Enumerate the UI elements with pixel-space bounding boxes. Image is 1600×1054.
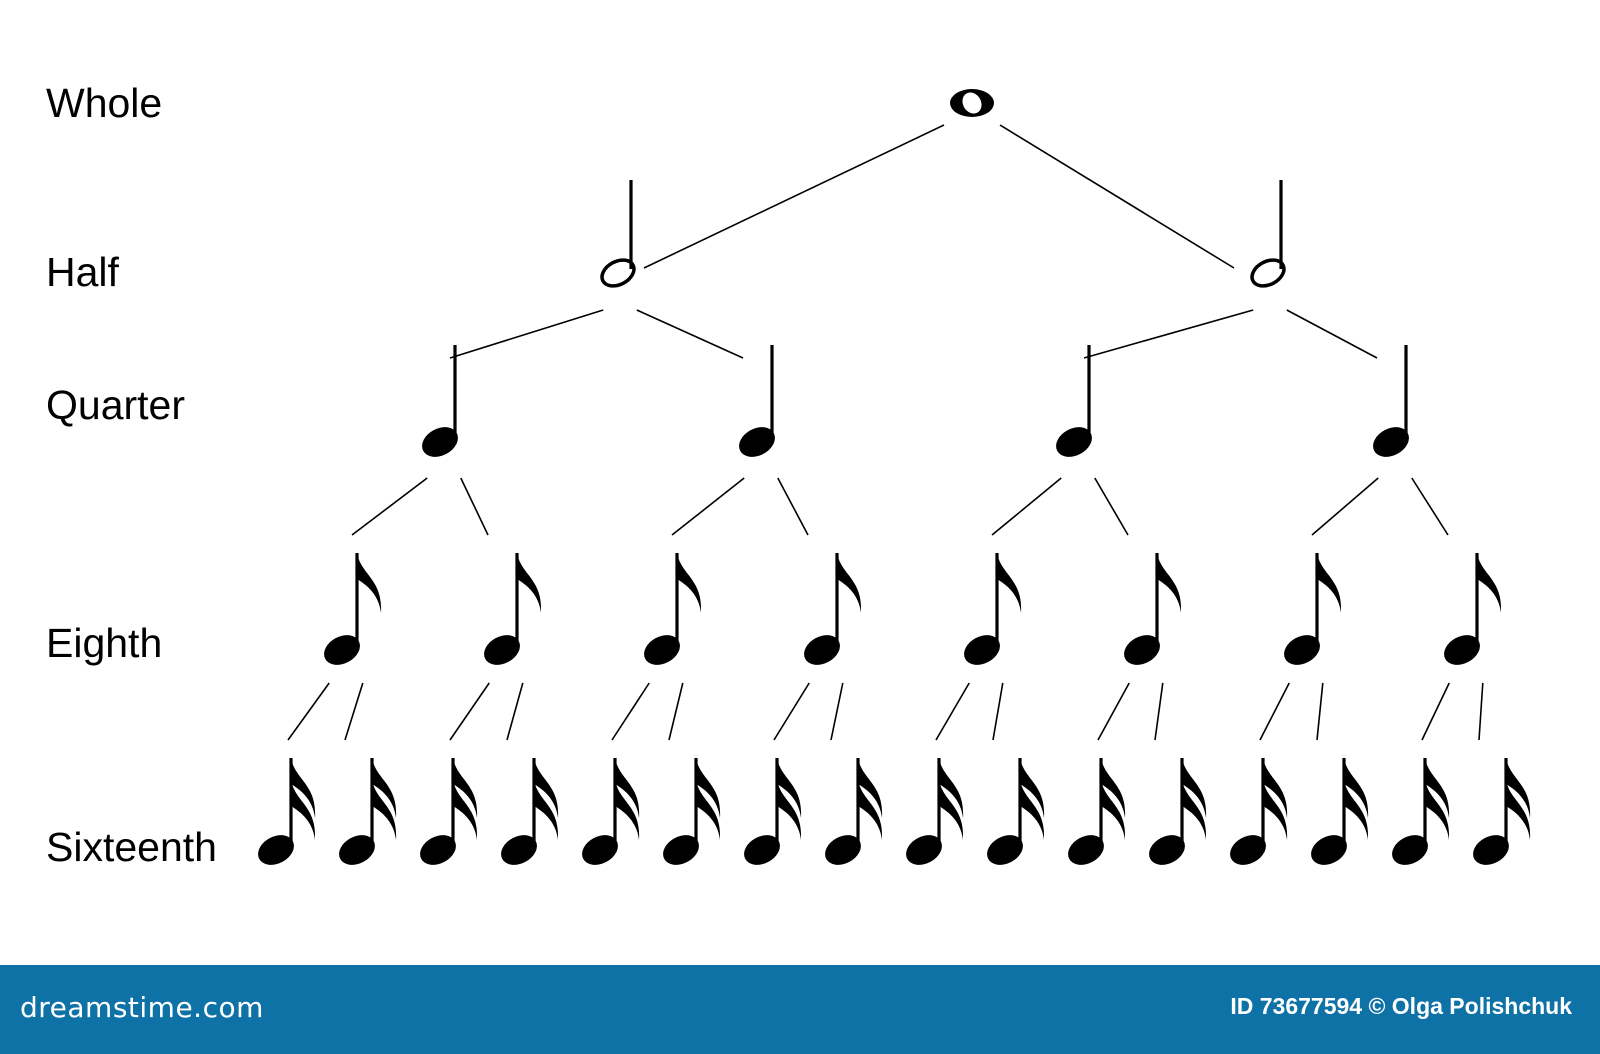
branch-line: [351, 477, 428, 536]
half-note: [1250, 180, 1286, 288]
sixteenth-note: [1230, 758, 1288, 865]
branch-line: [449, 309, 604, 359]
sixteenth-note: [1392, 758, 1450, 865]
branch-line: [636, 309, 744, 359]
site-logo[interactable]: dreamstime.com: [20, 991, 264, 1024]
sixteenth-note: [825, 758, 883, 865]
branch-line: [668, 682, 684, 741]
branch-line: [643, 124, 945, 269]
branch-line: [1097, 682, 1130, 741]
sixteenth-note: [501, 758, 559, 865]
branch-line: [992, 682, 1004, 741]
sixteenth-note: [1149, 758, 1207, 865]
branch-line: [460, 477, 489, 536]
branch-line: [344, 682, 364, 741]
half-note: [600, 180, 636, 288]
eighth-note: [1284, 553, 1342, 665]
branch-line: [1421, 682, 1450, 741]
eighth-note: [484, 553, 542, 665]
branch-line: [506, 682, 524, 741]
quarter-note: [739, 345, 775, 457]
level-label-quarter: Quarter: [46, 382, 185, 428]
sixteenth-note: [906, 758, 964, 865]
branch-line: [1083, 309, 1254, 359]
branch-line: [1311, 477, 1379, 536]
branch-line: [1478, 682, 1484, 741]
eighth-note: [804, 553, 862, 665]
sixteenth-note: [987, 758, 1045, 865]
sixteenth-note: [1311, 758, 1369, 865]
branch-line: [1259, 682, 1290, 741]
branch-line: [1411, 477, 1449, 536]
branch-line: [991, 477, 1062, 536]
branch-line: [830, 682, 844, 741]
eighth-note: [1444, 553, 1502, 665]
branch-line: [1286, 309, 1378, 359]
branch-line: [999, 124, 1235, 269]
sixteenth-note: [1473, 758, 1531, 865]
branch-line: [287, 682, 330, 741]
sixteenth-note: [744, 758, 802, 865]
eighth-note: [324, 553, 382, 665]
branch-line: [1154, 682, 1164, 741]
image-credit: ID 73677594 © Olga Polishchuk: [1230, 993, 1572, 1019]
eighth-note: [644, 553, 702, 665]
branch-line: [671, 477, 745, 536]
branch-line: [935, 682, 970, 741]
quarter-note: [1056, 345, 1092, 457]
sixteenth-note: [420, 758, 478, 865]
branch-line: [611, 682, 650, 741]
branch-lines: [287, 124, 1484, 741]
level-label-eighth: Eighth: [46, 620, 163, 666]
sixteenth-note: [339, 758, 397, 865]
eighth-note: [1124, 553, 1182, 665]
branch-line: [449, 682, 490, 741]
whole-note: [950, 89, 994, 117]
note-tree-diagram: [258, 89, 1531, 865]
note-symbols: [258, 89, 1531, 865]
branch-line: [1094, 477, 1129, 536]
sixteenth-note: [582, 758, 640, 865]
quarter-note: [422, 345, 458, 457]
level-label-sixteenth: Sixteenth: [46, 824, 217, 870]
quarter-note: [1373, 345, 1409, 457]
branch-line: [777, 477, 809, 536]
sixteenth-note: [663, 758, 721, 865]
level-label-whole: Whole: [46, 80, 163, 126]
sixteenth-note: [258, 758, 316, 865]
eighth-note: [964, 553, 1022, 665]
level-label-half: Half: [46, 249, 119, 295]
sixteenth-note: [1068, 758, 1126, 865]
branch-line: [773, 682, 810, 741]
branch-line: [1316, 682, 1324, 741]
footer-bar: dreamstime.com ID 73677594 © Olga Polish…: [0, 965, 1600, 1054]
